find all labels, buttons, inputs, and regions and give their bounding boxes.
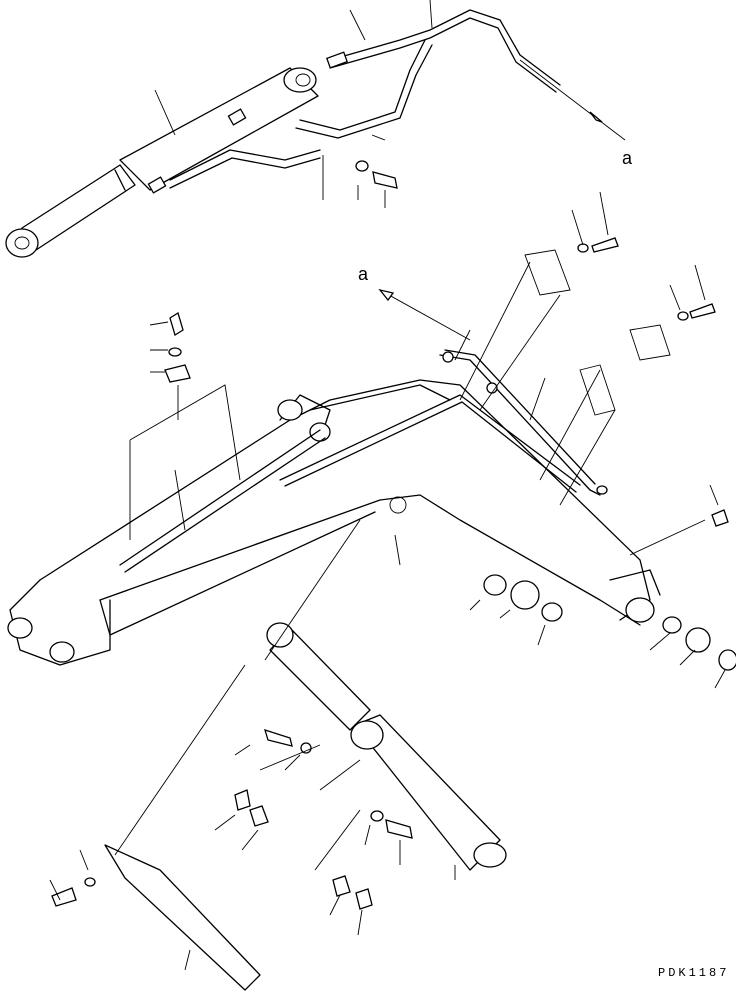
view-a-label-lower: a xyxy=(358,264,369,284)
view-a-label-upper: a xyxy=(622,148,633,168)
pipe-clamps-left xyxy=(129,311,241,540)
view-a-arrow-upper xyxy=(519,59,626,141)
hydraulic-pipes-top xyxy=(147,9,561,194)
pipe-clamps-right xyxy=(459,191,716,506)
bolt-washer-top xyxy=(322,155,398,208)
arm-cylinder xyxy=(114,519,507,871)
drawing-code: PDK1187 xyxy=(658,966,730,980)
boom-pipes xyxy=(439,349,608,496)
boom-body xyxy=(7,379,661,666)
bushings-right xyxy=(483,509,736,671)
boom-cylinder xyxy=(5,67,319,258)
leader-lines xyxy=(49,0,726,971)
arm-cover-plate xyxy=(104,844,261,991)
hardware-bottom xyxy=(51,729,413,910)
view-a-arrow-lower xyxy=(378,288,471,341)
